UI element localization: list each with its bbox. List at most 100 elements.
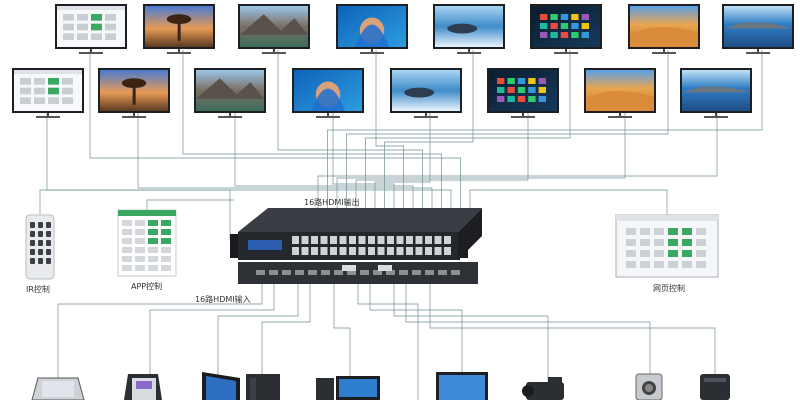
hdmi-port: [308, 270, 317, 275]
front-panel-buttons: [292, 236, 451, 255]
output-line: [374, 112, 431, 208]
rear-panel: [238, 262, 478, 284]
top-display-row: [55, 4, 794, 54]
panel-button: [311, 247, 318, 255]
hdmi-port: [347, 270, 356, 275]
output-line: [234, 112, 414, 208]
web-control-screen: [615, 214, 719, 278]
laptop-open-icon: [202, 372, 240, 400]
output-line: [332, 112, 395, 208]
ir-remote-icon: [25, 214, 55, 280]
output-line: [327, 50, 763, 208]
panel-button: [396, 247, 404, 255]
input-line: [405, 284, 651, 400]
app-control-screen: [117, 209, 177, 277]
hdmi-matrix-switcher: [230, 208, 482, 284]
input-line: [149, 284, 275, 400]
panel-button: [292, 236, 299, 244]
input-line: [393, 284, 549, 400]
panel-button: [444, 247, 451, 255]
panel-button: [320, 236, 328, 244]
panel-button: [330, 247, 337, 255]
panel-button: [349, 247, 356, 255]
rear-hdmi-ports: [256, 265, 460, 275]
hdmi-port: [451, 270, 460, 275]
panel-button: [387, 247, 394, 255]
panel-button: [292, 247, 299, 255]
input-line: [429, 284, 716, 400]
output-line: [89, 50, 461, 208]
panel-button: [434, 247, 442, 255]
output-line: [182, 50, 442, 208]
panel-button: [358, 236, 366, 244]
display-sunset-tree: [143, 4, 215, 54]
panel-button: [377, 247, 385, 255]
hdmi-port: [438, 270, 447, 275]
lcd-screen: [248, 240, 282, 250]
input-line: [357, 284, 419, 400]
output-line: [346, 50, 669, 208]
panel-button: [301, 236, 309, 244]
hdmi-port: [269, 270, 278, 275]
display-crater-lake: [722, 4, 794, 54]
panel-button: [387, 236, 394, 244]
output-line: [384, 50, 474, 208]
panel-button: [425, 247, 432, 255]
output-line: [317, 112, 718, 208]
monitor-icon: [316, 376, 380, 400]
panel-button: [377, 236, 385, 244]
hdmi-port: [321, 270, 330, 275]
speaker-icon-b: [700, 374, 730, 400]
hdmi-port: [386, 270, 395, 275]
display-ui-screen: [55, 4, 127, 54]
output-line: [355, 112, 529, 208]
input-line: [261, 284, 311, 400]
output-line: [365, 50, 571, 208]
output-line: [336, 112, 626, 208]
display-desert-dunes: [628, 4, 700, 54]
input-line: [217, 284, 299, 400]
hdmi-port: [412, 270, 421, 275]
panel-button: [415, 247, 423, 255]
hdmi-port: [282, 270, 291, 275]
display-ui-screen-2: [12, 68, 84, 118]
panel-button: [425, 236, 432, 244]
laptop-icon: [31, 377, 85, 400]
camcorder-icon: [436, 372, 488, 400]
output-line: [277, 50, 423, 208]
panel-button: [396, 236, 404, 244]
panel-button: [330, 236, 337, 244]
input-line: [57, 284, 263, 400]
input-line: [333, 284, 351, 400]
display-sunset-tree-2: [98, 68, 170, 118]
panel-button: [444, 236, 451, 244]
camera-icon: [522, 377, 564, 400]
display-mountain-lake-2: [194, 68, 266, 118]
control-line: [146, 199, 234, 210]
tablet-icon: [124, 374, 162, 400]
input-line: [369, 284, 463, 400]
app-control-label: APP控制: [131, 282, 163, 291]
panel-button: [434, 236, 442, 244]
panel-button: [301, 247, 309, 255]
hdmi-port: [295, 270, 304, 275]
hdmi-port: [334, 270, 343, 275]
hdmi-output-label: 16路HDMI输出: [304, 198, 360, 207]
hdmi-port: [256, 270, 265, 275]
display-blue-headscarf-2: [292, 68, 364, 118]
panel-button: [368, 247, 375, 255]
source-device-row: [31, 372, 730, 400]
display-app-grid: [530, 4, 602, 54]
panel-button: [311, 236, 318, 244]
control-line: [39, 189, 231, 240]
output-line: [137, 112, 433, 208]
output-line: [375, 50, 404, 208]
panel-button: [320, 247, 328, 255]
panel-button: [358, 247, 366, 255]
display-ocean-rocks: [433, 4, 505, 54]
ir-control-label: IR控制: [26, 285, 50, 294]
hdmi-port: [425, 270, 434, 275]
panel-button: [368, 236, 375, 244]
output-line: [46, 112, 452, 208]
